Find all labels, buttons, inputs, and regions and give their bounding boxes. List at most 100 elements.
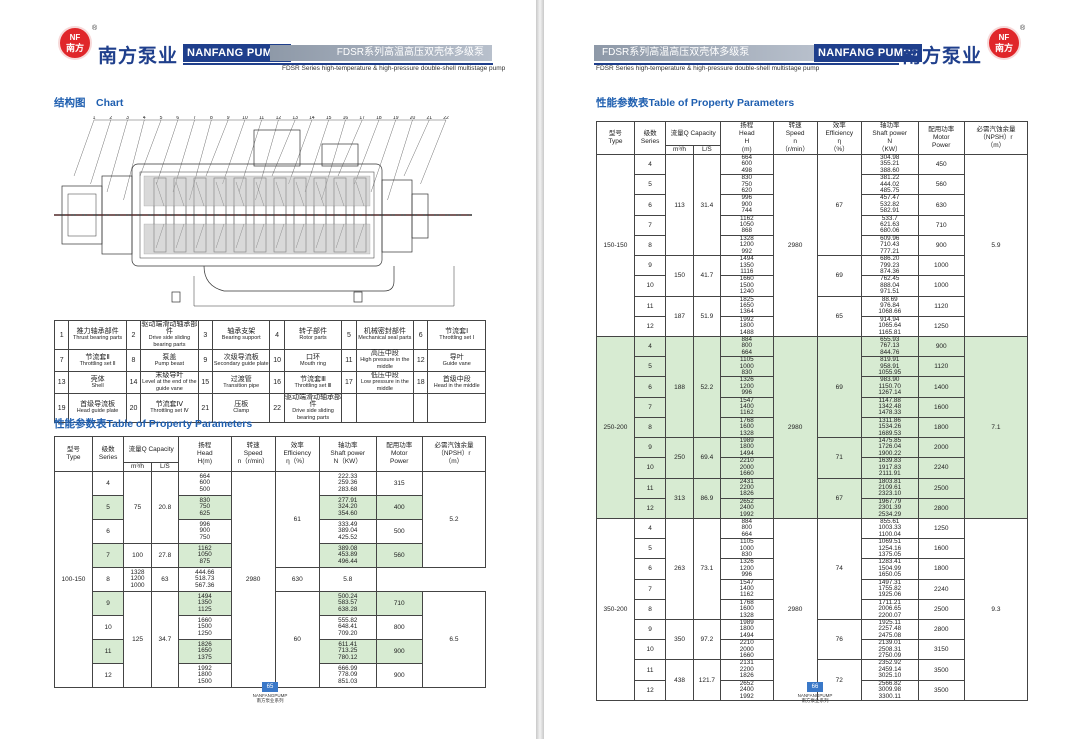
motor-power-cell: 3500: [917, 679, 965, 701]
header-shaft-power-line: Shaft power: [330, 450, 366, 457]
part-name-cn: 节流套Ⅱ: [85, 353, 110, 361]
part-number: 9: [197, 349, 213, 372]
part-name-en: Throttling set Ⅰ: [439, 335, 475, 341]
stage-cell: 7: [91, 543, 125, 568]
drawing-callout-number: 12: [276, 116, 282, 121]
stage-cell: 6: [633, 194, 667, 216]
flow-ls-cell: 31.4: [692, 153, 722, 257]
stage-cell: 4: [91, 471, 125, 496]
header-shaft-power-line: 轴功率: [879, 122, 900, 129]
efficiency-cell: 69: [816, 255, 862, 297]
part-name-cn: 口环: [306, 353, 321, 361]
motor-power-cell: 900: [375, 639, 423, 664]
flow-m3h-cell: 113: [665, 153, 694, 257]
stage-cell: 8: [633, 416, 667, 439]
motor-power-cell: 1600: [917, 538, 965, 560]
motor-power-cell: 900: [917, 234, 965, 257]
flow-m3h-cell: 125: [123, 591, 152, 688]
flow-ls-cell: 20.8: [150, 471, 180, 544]
part-number: 14: [125, 371, 142, 394]
header-rule: [183, 63, 493, 65]
header-capacity: 流量Q Capacity: [665, 121, 722, 146]
header-motor-power-line: Power: [932, 142, 951, 149]
part-number: 19: [53, 393, 70, 423]
brand-en-name: NANFANG PUMPS: [183, 44, 292, 62]
registered-mark-right: ®: [1020, 25, 1026, 32]
efficiency-cell: 61: [274, 471, 320, 568]
efficiency-cell: 72: [816, 659, 862, 701]
motor-power-cell: 400: [375, 495, 423, 520]
part-number: [413, 393, 429, 423]
part-name-en: Clamp: [233, 408, 250, 414]
npsh-cell: 7.1: [963, 335, 1029, 519]
part-name-en: Bearing support: [221, 335, 261, 341]
part-name-en: Mouth ring: [300, 360, 327, 367]
part-name-en: Drive side sliding bearing parts: [148, 335, 191, 348]
motor-power-cell: 900: [917, 335, 965, 358]
drawing-callout-number: 7: [193, 116, 196, 121]
motor-power-cell: 560: [375, 543, 423, 568]
header-shaft-power-line: 轴功率: [337, 442, 358, 449]
part-name-cn: 推力轴承部件: [76, 328, 119, 335]
flow-ls-cell: 51.9: [692, 295, 722, 337]
motor-power-cell: 560: [917, 174, 965, 196]
motor-power-cell: 2240: [917, 457, 965, 479]
flow-ls-cell: 121.7: [692, 659, 722, 701]
part-number: 3: [197, 320, 213, 350]
flow-m3h-cell: 350: [665, 619, 694, 661]
stage-cell: 10: [633, 275, 667, 297]
stage-cell: 10: [633, 639, 667, 661]
efficiency-cell: 67: [816, 153, 862, 257]
stage-cell: 7: [633, 396, 667, 418]
motor-power-cell: 1800: [917, 416, 965, 439]
header-rule-right: [594, 63, 899, 65]
header-type-line: Type: [66, 454, 81, 461]
header-head-line: Head: [739, 130, 755, 137]
header-shaft-power-line: N: [887, 138, 893, 145]
efficiency-cell: 71: [816, 437, 862, 479]
stage-cell: 8: [91, 567, 125, 592]
motor-power-cell: 2240: [917, 578, 965, 600]
part-name-en: Rotor parts: [299, 335, 327, 341]
header-efficiency-line: 效率: [290, 442, 304, 449]
npsh-cell: 6.5: [421, 591, 487, 688]
part-number: 16: [269, 371, 285, 394]
motor-power-cell: 1800: [917, 558, 965, 580]
efficiency-cell: 76: [816, 619, 862, 661]
stage-cell: 5: [633, 356, 667, 378]
